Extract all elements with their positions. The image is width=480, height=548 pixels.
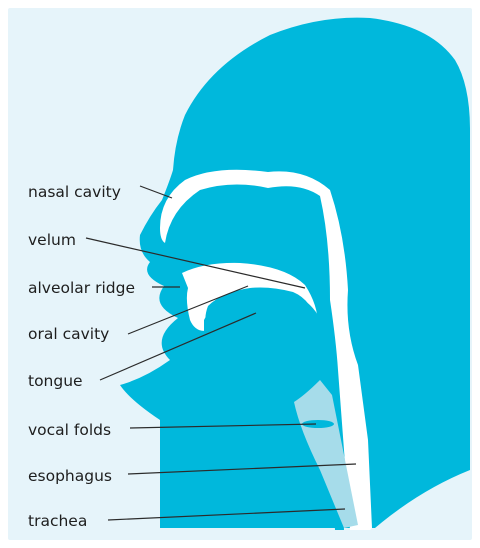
label-vocal-folds: vocal folds	[28, 421, 111, 439]
label-esophagus: esophagus	[28, 467, 112, 485]
label-velum: velum	[28, 231, 76, 249]
label-nasal-cavity: nasal cavity	[28, 183, 121, 201]
label-tongue: tongue	[28, 372, 83, 390]
label-oral-cavity: oral cavity	[28, 325, 109, 343]
label-trachea: trachea	[28, 512, 87, 530]
head-silhouette	[120, 18, 470, 528]
label-alveolar-ridge: alveolar ridge	[28, 279, 135, 297]
